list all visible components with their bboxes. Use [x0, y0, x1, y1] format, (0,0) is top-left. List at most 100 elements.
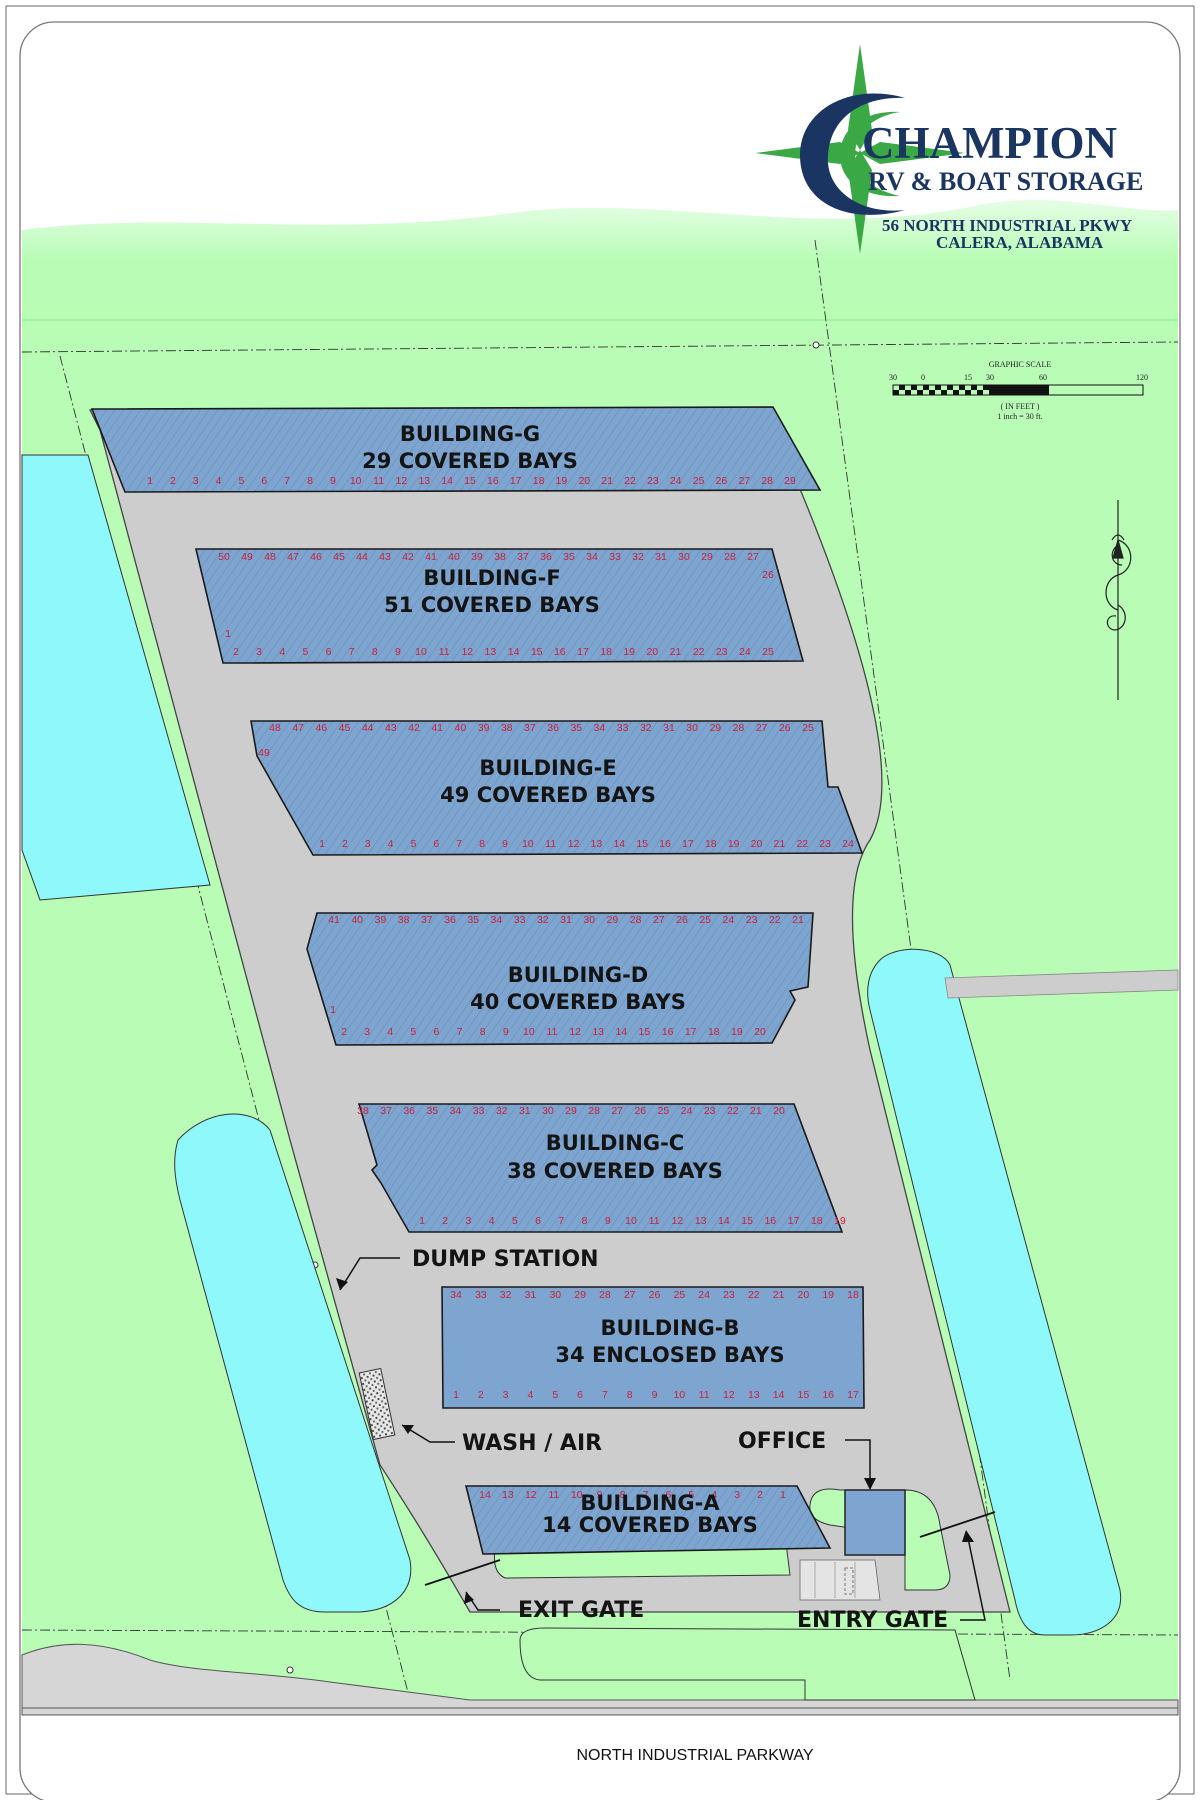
bay-number: 33: [617, 722, 629, 734]
bay-number: 23: [704, 1105, 716, 1117]
scale-ratio: 1 inch = 30 ft.: [997, 412, 1042, 421]
bay-number: 20: [773, 1105, 785, 1117]
bay-number: 43: [379, 551, 391, 563]
scale-tick-120: 120: [1136, 373, 1148, 382]
bay-number: 28: [724, 551, 736, 563]
bay-number: 36: [444, 914, 456, 926]
bay-number: 25: [693, 475, 705, 487]
bay-number: 31: [560, 914, 572, 926]
scale-check: [923, 385, 929, 390]
scale-check: [911, 385, 917, 390]
bay-number: 8: [479, 838, 485, 850]
bay-number: 24: [670, 475, 682, 487]
bay-number: 27: [611, 1105, 623, 1117]
bay-number: 12: [525, 1489, 537, 1501]
logo-name: CHAMPION: [862, 118, 1117, 168]
scale-check: [983, 385, 989, 390]
scale-check: [977, 390, 983, 395]
bay-number: 3: [465, 1215, 471, 1227]
scale-outline: [892, 384, 1144, 396]
bay-number: 4: [527, 1389, 533, 1401]
bay-number: 11: [649, 1215, 660, 1227]
scale-check: [935, 385, 941, 390]
bay-number: 21: [601, 475, 613, 487]
bay-number: 12: [672, 1215, 684, 1227]
bay-number: 19: [623, 646, 635, 658]
bay-number: 33: [514, 914, 526, 926]
bay-number: 31: [663, 722, 675, 734]
bay-number: 23: [723, 1289, 735, 1301]
bay-number: 49: [241, 551, 253, 563]
bay-number: 24: [842, 838, 854, 850]
bay-number: 6: [326, 646, 332, 658]
logo-address-1: 56 NORTH INDUSTRIAL PKWY: [882, 216, 1132, 235]
scale-check: [953, 390, 959, 395]
building-f-bays: 51 COVERED BAYS: [384, 593, 600, 617]
bay-number: 20: [578, 475, 590, 487]
bay-number: 8: [620, 1489, 626, 1501]
bay-number: 33: [609, 551, 621, 563]
bay-number: 29: [607, 914, 619, 926]
bay-number: 23: [647, 475, 659, 487]
bay-number: 15: [639, 1026, 651, 1038]
building-c-bays: 38 COVERED BAYS: [507, 1159, 723, 1183]
building-b-title: BUILDING-B: [600, 1316, 739, 1340]
pond-right: [867, 948, 1122, 1636]
bay-number: 48: [269, 722, 281, 734]
entry-gate-label: ENTRY GATE: [797, 1608, 948, 1633]
bay-number: 19: [728, 838, 740, 850]
bay-number: 38: [494, 551, 506, 563]
bay-number: 2: [170, 475, 176, 487]
bay-number: 9: [605, 1215, 611, 1227]
bay-number: 7: [284, 475, 290, 487]
bay-number: 21: [750, 1105, 762, 1117]
bay-number: 17: [510, 475, 522, 487]
exit-gate-label: EXIT GATE: [518, 1598, 644, 1623]
bay-number: 20: [646, 646, 658, 658]
bay-number: 4: [216, 475, 222, 487]
bay-number: 39: [478, 722, 490, 734]
bay-number: 47: [287, 551, 299, 563]
bay-number: 5: [688, 1489, 694, 1501]
bay-number: 29: [784, 475, 796, 487]
bay-number: 16: [659, 838, 671, 850]
building-a-footprint: [464, 1485, 832, 1555]
bay-number: 2: [757, 1489, 763, 1501]
bay-number: 27: [653, 914, 665, 926]
bay-number: 7: [602, 1389, 608, 1401]
bay-number: 10: [350, 475, 362, 487]
bay-number: 4: [388, 838, 394, 850]
bay-number: 1: [419, 1215, 425, 1227]
bay-number: 7: [349, 646, 355, 658]
bay-number: 49: [258, 747, 270, 759]
scale-check: [917, 390, 923, 395]
bay-number: 30: [542, 1105, 554, 1117]
bay-number: 23: [746, 914, 758, 926]
bay-number: 43: [385, 722, 397, 734]
bay-number: 44: [356, 551, 368, 563]
bay-number: 37: [524, 722, 536, 734]
pond-left-lower: [174, 1113, 412, 1613]
bay-number: 6: [577, 1389, 583, 1401]
bay-number: 21: [774, 838, 786, 850]
bay-number: 3: [365, 838, 371, 850]
office-building: [844, 1489, 906, 1556]
bay-number: 26: [634, 1105, 646, 1117]
bay-number: 13: [592, 1026, 604, 1038]
bay-number: 10: [625, 1215, 637, 1227]
bay-number: 17: [682, 838, 694, 850]
bay-number: 3: [503, 1389, 509, 1401]
bay-number: 20: [798, 1289, 810, 1301]
bay-number: 10: [673, 1389, 685, 1401]
bay-number: 19: [822, 1289, 834, 1301]
bay-number: 1: [225, 628, 231, 640]
bay-number: 34: [594, 722, 606, 734]
scale-segment: [989, 385, 1049, 395]
building-b-footprint: [441, 1286, 865, 1409]
bay-number: 26: [779, 722, 791, 734]
bay-number: 15: [798, 1389, 810, 1401]
